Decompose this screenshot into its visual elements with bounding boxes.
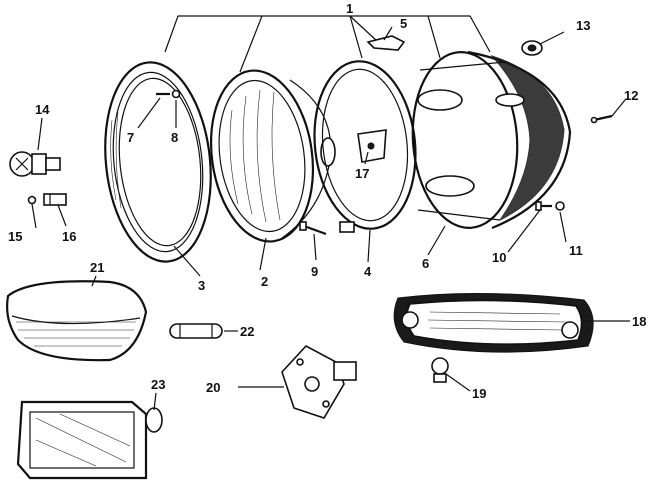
part-9-adjusting-screw [299,221,327,236]
label-part-10: 10 [492,250,506,265]
label-part-11: 11 [569,243,583,258]
part-22-festoon-bulb [169,323,223,339]
label-part-5: 5 [400,16,407,31]
part-17-mounting-bracket [357,129,387,163]
part-20-lamp-socket [281,345,357,419]
part-2-lens-reflector [209,69,336,243]
part-18-marker-lamp [393,292,594,353]
part-10-screw [535,201,552,211]
label-part-7: 7 [127,130,134,145]
label-part-20: 20 [206,380,220,395]
part-3-bezel-rim [104,61,212,263]
label-part-4: 4 [364,264,372,279]
label-part-6: 6 [422,256,429,271]
label-part-3: 3 [198,278,205,293]
leader-lines-part-1 [164,15,491,73]
label-part-1: 1 [346,1,353,16]
label-part-18: 18 [632,314,646,329]
part-13-grommet [521,40,543,56]
label-part-23: 23 [151,377,165,392]
part-5-clip [366,35,406,51]
label-part-8: 8 [171,130,178,145]
leader-lines [31,26,630,411]
part-number-labels: 1 2 3 4 5 6 7 8 9 10 11 12 13 14 15 16 1… [8,1,646,401]
part-8-washer [171,89,181,99]
part-6-headlamp-housing [411,50,572,230]
part-19-wedge-bulb [431,357,449,383]
label-part-15: 15 [8,229,22,244]
label-part-17: 17 [355,166,369,181]
part-15-small-bulb [27,195,37,205]
part-11-washer [555,201,565,211]
label-part-2: 2 [261,274,268,289]
label-part-14: 14 [35,102,50,117]
part-14-headlamp-bulb [9,151,61,177]
part-4-retaining-ring [313,60,417,233]
label-part-13: 13 [576,18,590,33]
label-part-21: 21 [90,260,104,275]
label-part-9: 9 [311,264,318,279]
part-12-screw [590,114,613,124]
label-part-12: 12 [624,88,638,103]
part-16-bulb-holder [43,193,67,206]
label-part-22: 22 [240,324,254,339]
label-part-16: 16 [62,229,76,244]
part-21-side-lamp [6,280,148,362]
label-part-19: 19 [472,386,486,401]
part-23-rectangular-lamp [16,400,163,480]
